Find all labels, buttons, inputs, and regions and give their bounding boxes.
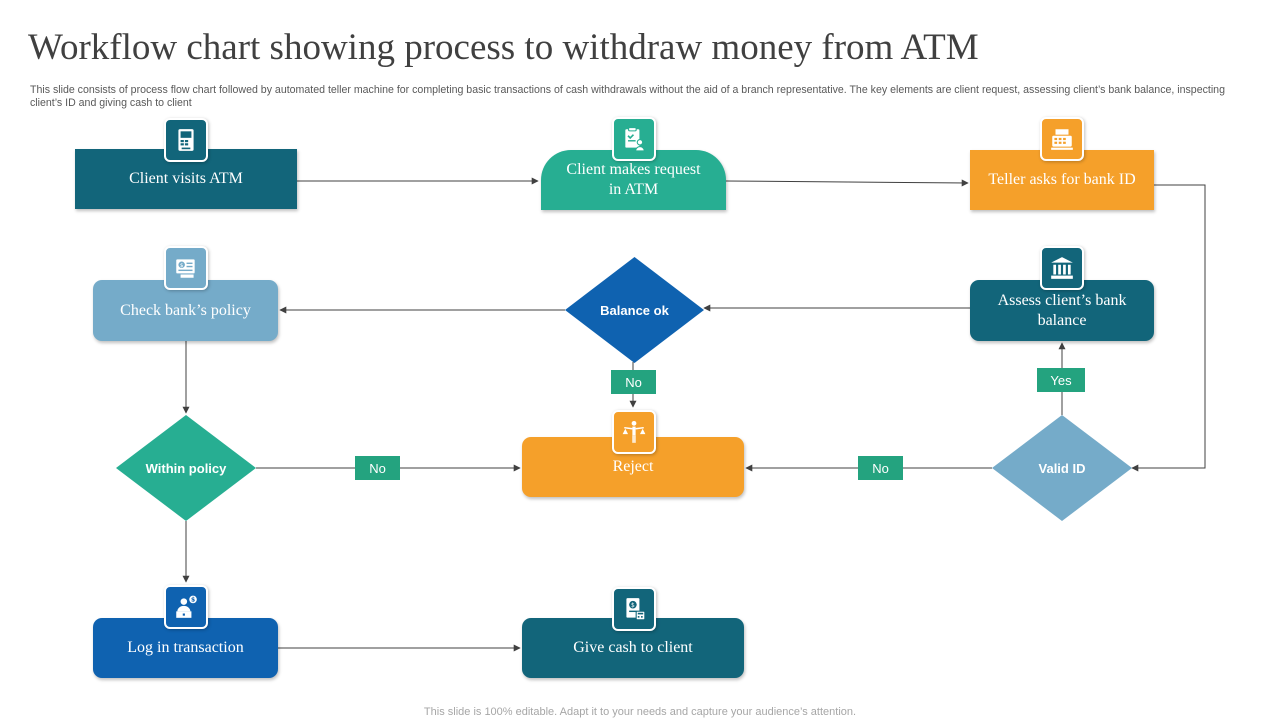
node-label: Teller asks for bank ID — [988, 171, 1136, 188]
node-check-policy: Check bank’s policy — [93, 280, 278, 341]
atm-machine-icon — [164, 118, 208, 162]
label-no-balance: No — [611, 370, 656, 394]
decision-label: Within policy — [145, 460, 227, 476]
decision-within-policy: Within policy — [116, 415, 256, 521]
node-label: Give cash to client — [573, 639, 693, 656]
node-label: Reject — [612, 458, 654, 475]
bank-building-icon — [1040, 246, 1084, 290]
policy-document-icon: $ — [164, 246, 208, 290]
decision-label: Balance ok — [600, 302, 669, 318]
cash-register-icon — [1040, 117, 1084, 161]
decision-label: Valid ID — [1038, 460, 1086, 476]
node-label: Assess client’s bank balance — [997, 291, 1127, 329]
decision-balance-ok: Balance ok — [565, 257, 704, 363]
svg-text:$: $ — [631, 602, 635, 609]
svg-text:$: $ — [191, 597, 195, 604]
node-label: Client visits ATM — [129, 170, 243, 187]
node-label: Check bank’s policy — [120, 301, 251, 319]
node-label: Client makes request in ATM — [566, 161, 701, 198]
label-no-valid: No — [858, 456, 903, 480]
request-form-icon — [612, 117, 656, 161]
cash-receipt-icon: $ — [612, 587, 656, 631]
svg-text:$: $ — [180, 263, 183, 269]
node-label: Log in transaction — [127, 639, 244, 656]
teller-money-icon: $ — [164, 585, 208, 629]
label-no-policy: No — [355, 456, 400, 480]
decision-valid-id: Valid ID — [992, 415, 1132, 521]
person-scales-icon — [612, 410, 656, 454]
arrow-request-to-teller — [725, 179, 969, 187]
arrow-teller-to-valid — [1131, 184, 1206, 472]
page-subtitle: This slide consists of process flow char… — [30, 84, 1225, 109]
node-client-request: Client makes request in ATM — [541, 150, 726, 210]
node-give-cash: Give cash to client — [522, 618, 744, 678]
page-title: Workflow chart showing process to withdr… — [28, 27, 979, 68]
label-yes-valid: Yes — [1037, 368, 1085, 392]
node-assess-balance: Assess client’s bank balance — [970, 280, 1154, 341]
page-footer: This slide is 100% editable. Adapt it to… — [423, 706, 857, 718]
